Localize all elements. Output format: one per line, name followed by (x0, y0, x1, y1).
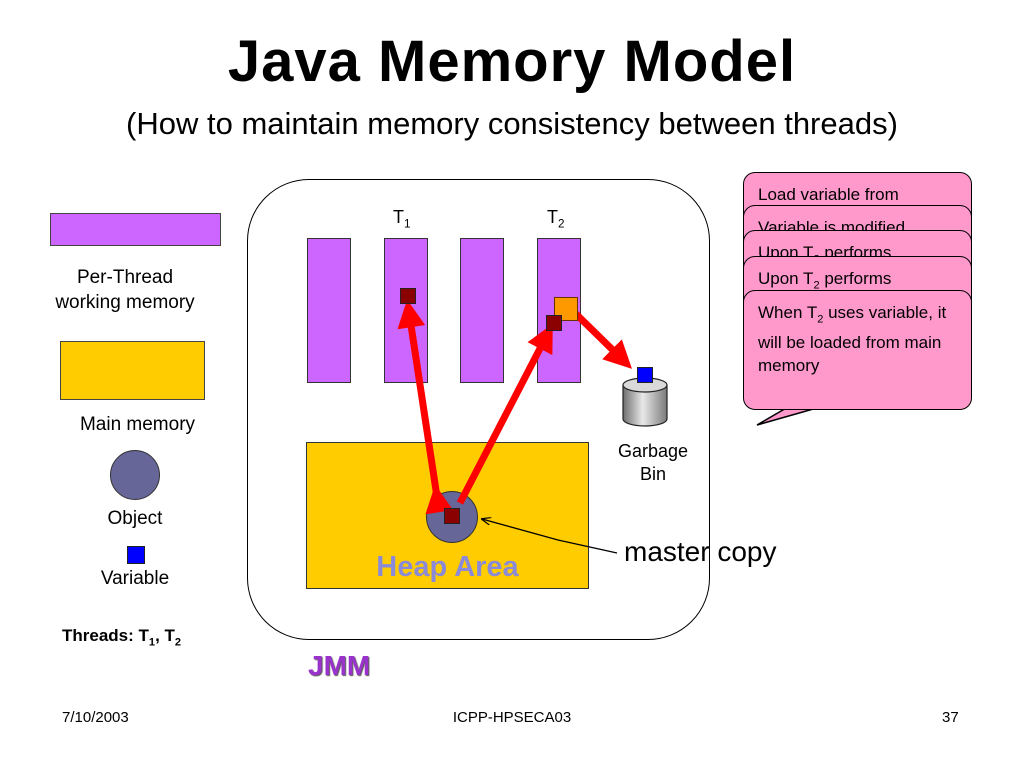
thread-label-t2-sub: 2 (558, 217, 565, 231)
thread-label-t1-sub: 1 (404, 217, 411, 231)
heap-variable (444, 508, 460, 524)
jmm-label: JMM (308, 650, 371, 681)
t2-variable (546, 315, 562, 331)
garbage-bin-line1: Garbage (617, 441, 689, 461)
thread-memory-bar-1 (307, 238, 351, 383)
heap-area-label: Heap Area (376, 551, 519, 583)
garbage-bin-line2: Bin (639, 464, 666, 484)
callout-5-sub: 2 (817, 313, 824, 326)
legend-thread-memory-label: Per-Thread working memory (30, 265, 220, 315)
thread-label-t2: T2 (547, 207, 565, 231)
threads-legend-t2-sub: 2 (174, 636, 182, 649)
footer-center: ICPP-HPSECA03 (452, 709, 572, 726)
thread-memory-bar-3 (460, 238, 504, 383)
legend-object-label: Object (107, 508, 163, 529)
legend-main-memory-swatch (60, 341, 205, 400)
legend-thread-memory-line1: Per-Thread (76, 267, 174, 288)
threads-legend-t1-sub: 1 (148, 636, 156, 649)
callout-4-rest: performs (819, 269, 892, 288)
legend-main-memory-label: Main memory (79, 414, 196, 435)
thread-label-t1: T1 (393, 207, 411, 231)
threads-legend-prefix: Threads: T (62, 626, 149, 645)
thread-label-t2-letter: T (547, 207, 558, 227)
page-subtitle: (How to maintain memory consistency betw… (126, 106, 898, 141)
legend-thread-memory-line2: working memory (55, 292, 195, 313)
legend-variable-square (127, 546, 145, 564)
legend-variable-label: Variable (100, 568, 170, 589)
arrow-heap-t2 (456, 323, 553, 505)
callout-4-sub: 2 (813, 279, 820, 292)
threads-legend: Threads: T1, T2 (62, 626, 181, 648)
thread-label-t1-letter: T (393, 207, 404, 227)
callout-5-text: When T (758, 303, 818, 322)
t1-variable (400, 288, 416, 304)
footer-page-number: 37 (942, 709, 959, 726)
threads-legend-sep: , T (155, 626, 175, 645)
garbage-bin-label: Garbage Bin (603, 440, 703, 486)
arrow-t1-heap (397, 299, 454, 515)
page-title: Java Memory Model (227, 29, 797, 94)
footer-date: 7/10/2003 (62, 709, 129, 726)
callout-1-text: Load variable from (758, 185, 899, 204)
t2-modified-variable (554, 297, 578, 321)
callout-5-rest: uses variable, it will be loaded from ma… (758, 303, 947, 376)
legend-thread-memory-swatch (50, 213, 221, 246)
arrow-t2-garbage (572, 310, 633, 369)
legend-object-circle (110, 450, 160, 500)
master-copy-label: master copy (624, 536, 777, 567)
garbage-variable (637, 367, 653, 383)
master-copy-pointer (482, 519, 618, 554)
callout-4-text: Upon T (758, 269, 814, 288)
garbage-bin-icon (622, 377, 668, 427)
callout-bubble-5: When T2 uses variable, it will be loaded… (743, 290, 972, 410)
